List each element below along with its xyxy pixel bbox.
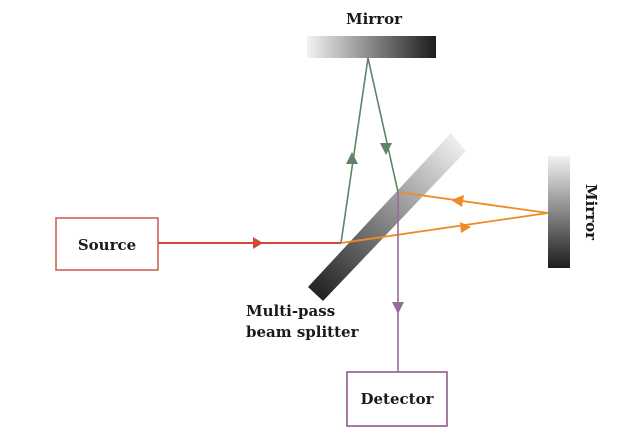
right-mirror-label: Mirror [582, 184, 600, 241]
source-box [55, 217, 159, 271]
vertical-arm-arrow-up [346, 152, 358, 164]
vertical-arm-arrow-down [380, 143, 392, 155]
beam-splitter [308, 133, 466, 301]
top-mirror-label: Mirror [346, 10, 403, 28]
right-mirror [548, 156, 570, 268]
splitter-label-line1: Multi-pass [246, 302, 335, 320]
horizontal-arm-beam [340, 191, 549, 244]
detector-beam-arrow [392, 302, 404, 314]
detector-box [346, 371, 448, 427]
splitter-label-line2: beam splitter [246, 323, 360, 341]
horizontal-arm-arrow-out [460, 222, 471, 233]
horizontal-arm-arrow-back [451, 195, 464, 207]
source-beam-arrow [253, 237, 263, 249]
detector-label: Detector [361, 390, 435, 408]
source-label: Source [78, 236, 136, 254]
top-mirror [307, 36, 436, 58]
